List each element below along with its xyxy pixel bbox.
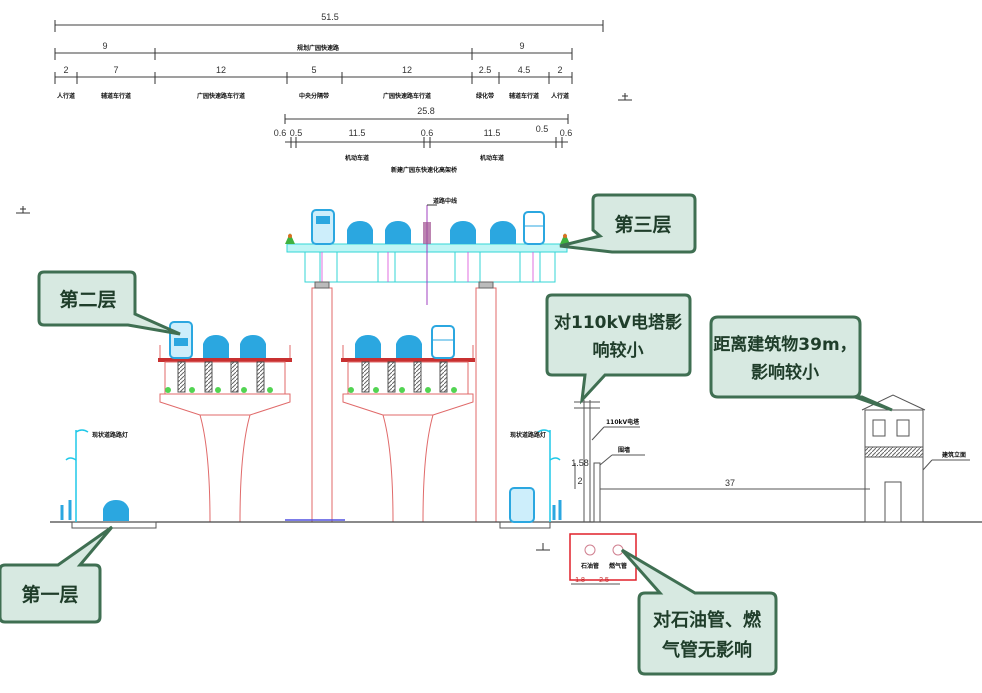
callout-level3: 第三层 (559, 193, 697, 254)
callout-pipes-line1: 对石油管、燃 (653, 609, 762, 631)
second-level-vehicles (169, 321, 455, 359)
dim-lbl: 广园快速路车行道 (197, 92, 245, 100)
callout-level1-text: 第一层 (21, 583, 78, 606)
truck-icon (431, 325, 455, 359)
dim-val: 2.5 (479, 65, 492, 75)
car-icon (385, 221, 411, 244)
plant-icon (285, 233, 570, 244)
dim-lbl: 人行道 (551, 92, 569, 100)
callout-building-line2: 影响较小 (751, 362, 819, 383)
dim-lbl: 绿化带 (476, 92, 494, 100)
dim-lbl: 机动车道 (480, 154, 504, 162)
dim-lbl: 辅道车行道 (101, 92, 131, 100)
dim-val: 5 (311, 65, 316, 75)
centerline-label: 道路中线 (433, 197, 457, 205)
callout-tower-line1: 对110kV电塔影 (554, 312, 682, 333)
callout-building-line1: 距离建筑物39m， (713, 334, 856, 355)
dim-row2-right: 9 (519, 41, 524, 51)
car-icon (396, 335, 422, 358)
dim-val: 0.6 (274, 128, 287, 138)
dim-val: 0.5 (536, 124, 549, 134)
callout-pipes-line2: 气管无影响 (661, 639, 752, 661)
dim-val: 0.5 (290, 128, 303, 138)
streetlight-left-icon (60, 429, 89, 522)
pipe-dim: 1.8 (575, 577, 585, 584)
second-level-deck-left (158, 345, 292, 523)
truck-icon (523, 211, 545, 245)
dim-row2-label: 规划广园快速路 (297, 44, 340, 52)
fence-label: 围墙 (618, 446, 630, 454)
power-tower-icon (574, 400, 870, 523)
callout-level2-text: 第二层 (59, 288, 116, 311)
dim-val: 12 (216, 65, 226, 75)
car-icon (355, 335, 381, 358)
dim-val: 2 (557, 65, 562, 75)
bus-icon (311, 209, 335, 245)
streetlight-left-label: 现状道路路灯 (92, 431, 128, 439)
dim-val: 7 (113, 65, 118, 75)
car-icon (347, 221, 373, 244)
dim-val: 4.5 (518, 65, 531, 75)
dim-val: 12 (402, 65, 412, 75)
power-line-label: 110kV电塔 (606, 418, 640, 426)
tower-dim: 1.58 (571, 458, 589, 468)
car-icon (240, 335, 266, 358)
building-icon (861, 394, 970, 523)
dim-val: 2 (63, 65, 68, 75)
tower-dim: 2 (577, 476, 582, 486)
callout-level3-text: 第三层 (614, 213, 671, 236)
callout-pipes: 对石油管、燃 气管无影响 (620, 548, 778, 676)
car-icon (103, 500, 129, 521)
oil-pipe-label: 石油管 (580, 562, 599, 570)
median-barrier-icon (423, 222, 431, 244)
dim-row2-left: 9 (102, 41, 107, 51)
pipe-dim: 2.5 (599, 577, 609, 584)
dim-lbl: 辅道车行道 (509, 92, 539, 100)
dim-upper-total: 25.8 (417, 106, 435, 116)
callout-tower: 对110kV电塔影 响较小 (545, 293, 692, 405)
elevation-marker-icon (16, 93, 632, 551)
gas-pipe-label: 燃气管 (609, 562, 627, 570)
dim-lbl: 广园快速路车行道 (383, 92, 431, 100)
callout-tower-line2: 响较小 (593, 340, 644, 361)
dim-lbl: 人行道 (57, 92, 75, 100)
bus-icon (509, 487, 535, 523)
distance-to-building: 37 (725, 478, 735, 488)
streetlight-right-label: 现状道路路灯 (510, 431, 546, 439)
car-icon (450, 221, 476, 244)
car-icon (203, 335, 229, 358)
dim-val: 0.6 (421, 128, 434, 138)
car-icon (490, 221, 516, 244)
third-level-vehicles (311, 209, 545, 245)
third-level-deck: 道路中线 (285, 197, 570, 305)
callout-building: 距离建筑物39m， 影响较小 (709, 315, 893, 412)
dimension-total: 51.5 (54, 12, 604, 32)
callout-level2: 第二层 (37, 270, 181, 336)
dimension-row2: 9 规划广园快速路 9 (54, 41, 573, 60)
dim-val: 0.6 (560, 128, 573, 138)
second-level-deck-right (341, 345, 475, 523)
dimension-upper: 25.8 0.6 0.5 11.5 0.6 11.5 0.5 0.6 机动车道 … (274, 106, 573, 174)
tall-piers (311, 281, 497, 523)
dimension-row3: 2 7 12 5 12 2.5 4.5 2 人行道 辅道车行道 广园快速路车行道… (54, 65, 573, 100)
dim-val: 11.5 (349, 128, 366, 138)
dim-lbl: 机动车道 (345, 154, 369, 162)
callout-level1: 第一层 (0, 525, 114, 624)
bus-icon (169, 321, 193, 359)
dim-upper-caption: 新建广园东快速化高架桥 (391, 166, 458, 174)
streetlight-right-icon (537, 429, 562, 522)
dim-lbl: 中央分隔带 (299, 92, 329, 100)
ground-level-vehicles (103, 487, 535, 523)
dim-val: 11.5 (484, 128, 501, 138)
dim-total-label: 51.5 (321, 12, 339, 22)
building-label: 建筑立面 (942, 451, 966, 459)
